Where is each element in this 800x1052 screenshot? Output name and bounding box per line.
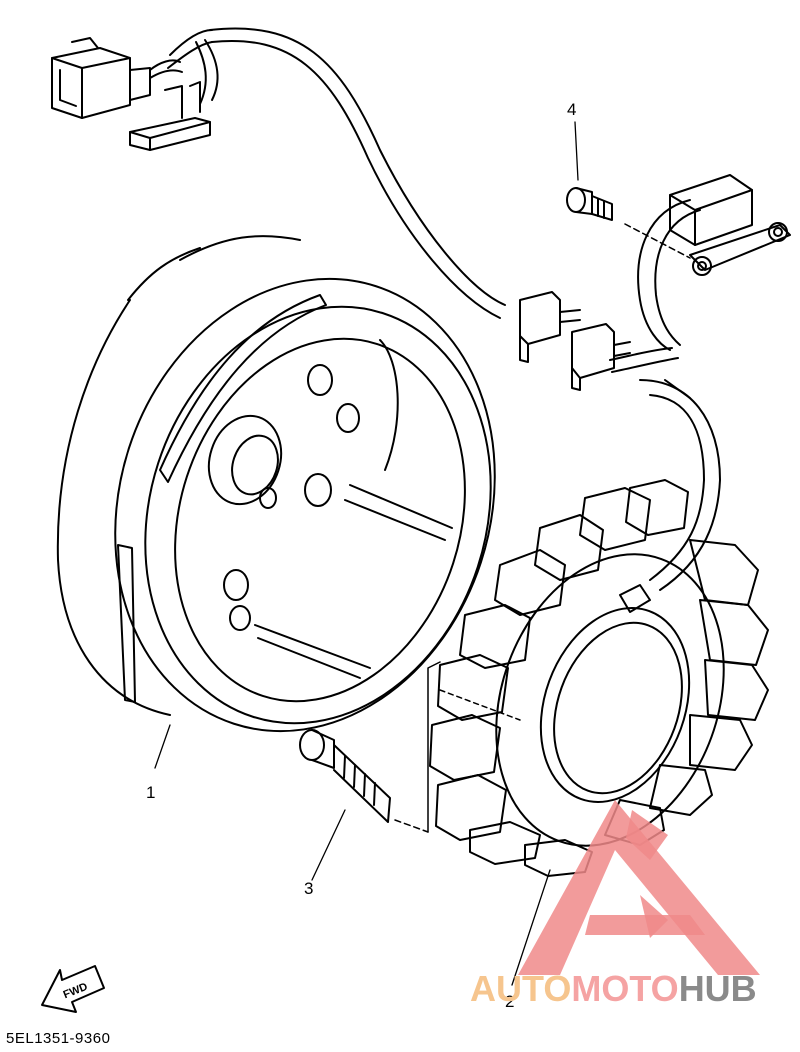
diagram-code: 5EL1351-9360 — [6, 1030, 111, 1047]
bolt-long — [299, 661, 441, 833]
connector-icon — [51, 37, 631, 391]
bolt-short — [566, 187, 691, 259]
watermark-text: AUTOMOTOHUB — [470, 968, 757, 1010]
leader-lines — [154, 121, 579, 986]
fwd-arrow-icon — [41, 965, 105, 1013]
watermark-logo-icon — [518, 800, 760, 975]
flywheel — [56, 235, 496, 733]
stator — [429, 479, 769, 877]
wire-harness — [149, 27, 721, 613]
callout-1: 1 — [146, 783, 156, 802]
watermark-part-moto: MOTO — [571, 968, 679, 1009]
watermark-part-auto: AUTO — [470, 968, 572, 1009]
callout-3: 3 — [304, 879, 314, 898]
callout-4: 4 — [567, 100, 577, 119]
callout-2: 2 — [505, 992, 515, 1011]
watermark-part-hub: HUB — [678, 968, 757, 1009]
pickup-sensor — [669, 174, 791, 276]
